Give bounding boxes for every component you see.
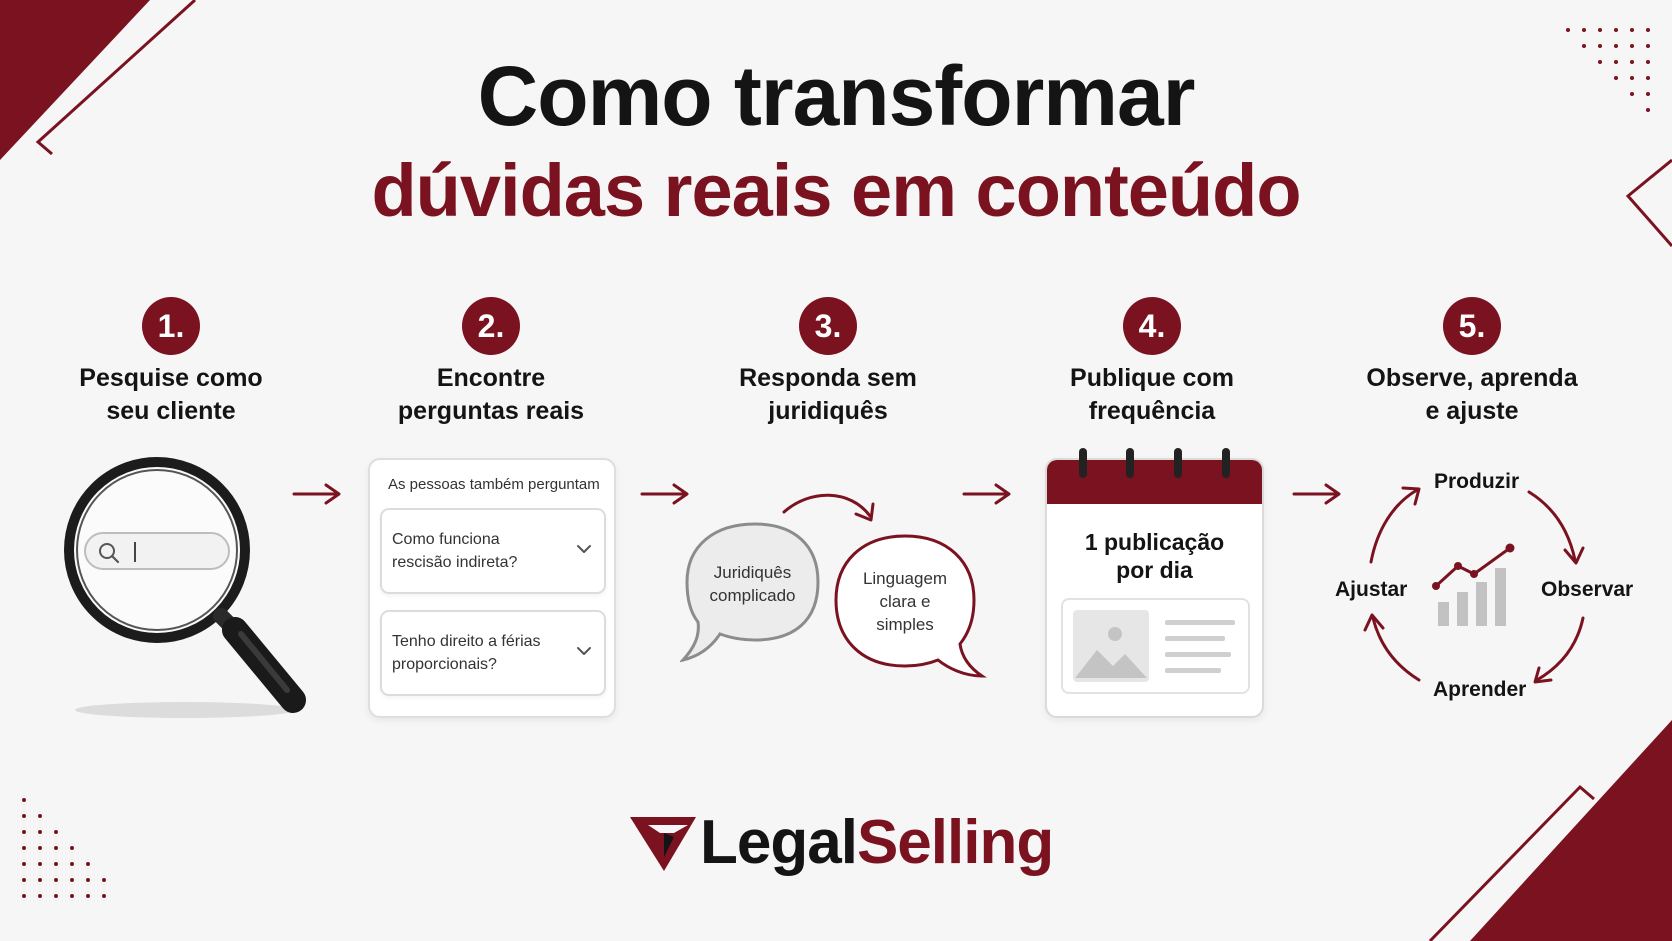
step-4-number: 4.: [1123, 297, 1181, 355]
calendar-ring: [1174, 448, 1182, 478]
chevron-down-icon[interactable]: [576, 645, 592, 657]
step-2-title: Encontre perguntas reais: [397, 364, 585, 425]
calendar-ring: [1222, 448, 1230, 478]
calendar-text: 1 publicação por dia: [1084, 529, 1225, 583]
brand-name-part1: Legal: [700, 808, 858, 877]
arrow-right-icon: [640, 483, 689, 505]
step-1-title: Pesquise como seu cliente: [79, 364, 263, 425]
faq-item[interactable]: Tenho direito a férias proporcionais?: [380, 610, 606, 696]
arrow-right-icon: [1292, 483, 1341, 505]
bubble-after-text: Linguagem clara e simples: [862, 569, 948, 634]
page-title: Como transformar: [477, 49, 1196, 143]
brand-logo-icon: [630, 817, 696, 871]
speech-bubble-icon: [680, 493, 987, 678]
brand-logo: LegalSelling: [700, 808, 1054, 878]
search-icon: [99, 543, 120, 564]
calendar-ring: [1079, 448, 1087, 478]
chevron-down-icon[interactable]: [576, 543, 592, 555]
step-4-title: Publique com frequência: [1070, 364, 1234, 425]
faq-card: As pessoas também perguntam Como funcion…: [368, 458, 616, 718]
arrow-right-icon: [292, 483, 341, 505]
image-placeholder-icon: [1073, 610, 1235, 682]
bubble-before-text: Juridiquês complicado: [709, 563, 796, 605]
post-preview: [1061, 598, 1250, 694]
step-3-number: 3.: [799, 297, 857, 355]
step-5-number: 5.: [1443, 297, 1501, 355]
faq-heading: As pessoas também perguntam: [388, 476, 600, 493]
cycle-label-right: Observar: [1541, 578, 1634, 601]
calendar-ring: [1126, 448, 1134, 478]
faq-item[interactable]: Como funciona rescisão indireta?: [380, 508, 606, 594]
step-1-number: 1.: [142, 297, 200, 355]
growth-chart-icon: [1432, 543, 1515, 626]
cycle-label-bottom: Aprender: [1433, 678, 1527, 701]
faq-question: Como funciona rescisão indireta?: [392, 531, 518, 571]
brand-name-part2: Selling: [856, 808, 1054, 877]
arrow-right-icon: [962, 483, 1011, 505]
cycle-label-left: Ajustar: [1335, 578, 1408, 601]
step-5-title: Observe, aprenda e ajuste: [1366, 364, 1578, 425]
step-3-title: Responda sem juridiquês: [739, 364, 917, 425]
text-caret: [134, 542, 136, 562]
faq-question: Tenho direito a férias proporcionais?: [392, 633, 541, 673]
search-bar: [84, 532, 230, 570]
cycle-arrow-icon: [1363, 486, 1585, 684]
calendar-icon: 1 publicação por dia: [1045, 458, 1264, 718]
page-subtitle: dúvidas reais em conteúdo: [371, 149, 1301, 232]
cycle-label-top: Produzir: [1434, 470, 1520, 493]
step-2-number: 2.: [462, 297, 520, 355]
magnifier-icon: [64, 457, 306, 718]
